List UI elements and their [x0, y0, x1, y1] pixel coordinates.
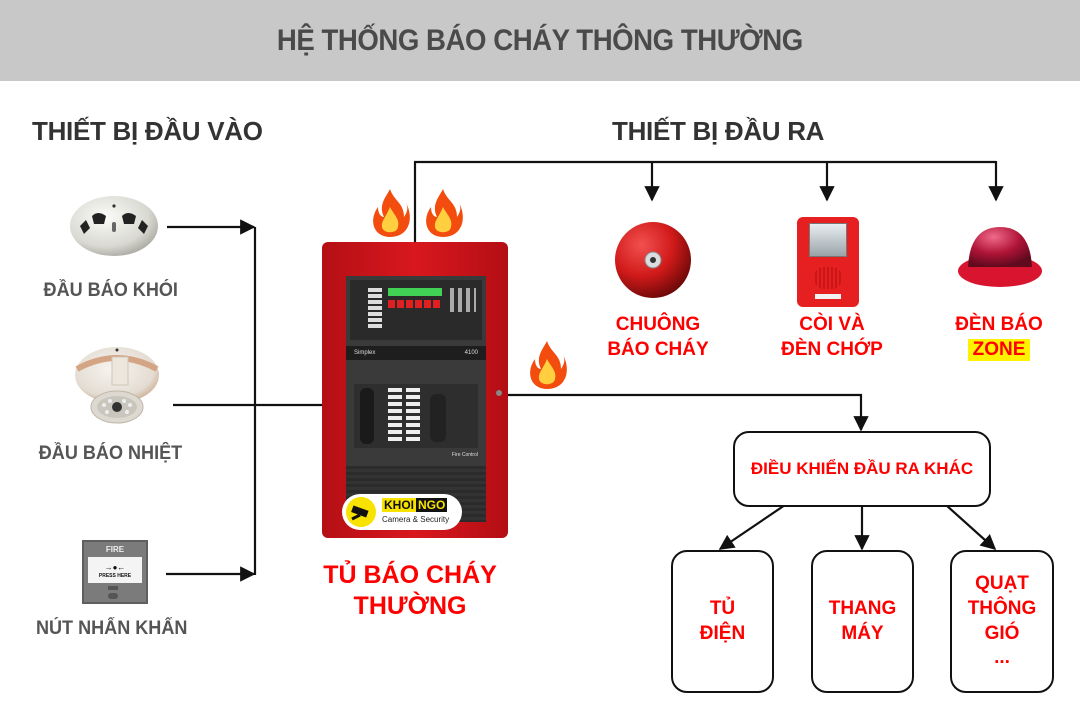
panel-section-label: Fire Control	[451, 452, 478, 458]
output-label-bell: CHUÔNG BÁO CHÁY	[607, 314, 709, 360]
control-box-electrical-cabinet: TỦ ĐIỆN	[671, 550, 774, 693]
input-label-smoke: ĐẦU BÁO KHÓI	[43, 280, 178, 301]
other-output-control-box: ĐIỀU KHIỂN ĐẦU RA KHÁC	[733, 431, 991, 507]
output-label-zone-lamp: ĐÈN BÁO ZONE	[955, 314, 1043, 361]
horn-strobe-icon	[797, 217, 859, 307]
input-label-call-point: NÚT NHẤN KHẨN	[35, 618, 188, 639]
logo-tagline: Camera & Security	[382, 515, 450, 524]
inputs-section-title: THIẾT BỊ ĐẦU VÀO	[32, 116, 263, 146]
manual-call-point-icon: FIRE →●← PRESS HERE	[82, 540, 148, 604]
page-title: HỆ THỐNG BÁO CHÁY THÔNG THƯỜNG	[277, 23, 803, 57]
flame-icon	[370, 187, 410, 244]
panel-brand: Simplex	[354, 350, 376, 356]
header-bar: HỆ THỐNG BÁO CHÁY THÔNG THƯỜNG	[0, 0, 1080, 81]
call-point-press-text: PRESS HERE	[98, 573, 132, 579]
control-box-elevator: THANG MÁY	[811, 550, 914, 693]
heat-detector-icon	[72, 345, 162, 435]
panel-model: 4100	[464, 350, 478, 356]
panel-label: TỦ BÁO CHÁY THƯỜNG	[323, 561, 497, 621]
flame-icon	[423, 187, 463, 244]
flame-icon	[527, 338, 567, 397]
output-label-horn-strobe: CÒI VÀ ĐÈN CHỚP	[781, 314, 883, 360]
fire-bell-icon	[613, 220, 693, 305]
zone-highlight: ZONE	[967, 338, 1031, 361]
control-box-ventilation-fan: QUẠT THÔNG GIÓ ...	[950, 550, 1054, 693]
security-camera-icon	[346, 497, 376, 527]
outputs-section-title: THIẾT BỊ ĐẦU RA	[612, 116, 825, 146]
input-label-heat: ĐẦU BÁO NHIỆT	[38, 443, 183, 464]
call-point-fire-text: FIRE	[105, 545, 125, 554]
zone-lamp-icon	[956, 223, 1044, 294]
smoke-detector-icon	[68, 192, 160, 262]
